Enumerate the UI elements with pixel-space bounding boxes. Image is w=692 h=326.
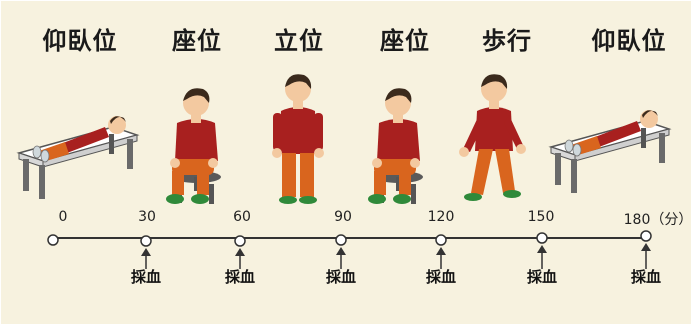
timeline-node-60 — [234, 235, 246, 247]
pose-label-4: 座位 — [380, 27, 430, 55]
sample-arrow-180 — [641, 243, 651, 269]
sample-arrow-150 — [537, 245, 547, 269]
pose-label-5: 歩行 — [482, 27, 532, 55]
sitting-figure-1 — [166, 88, 221, 204]
tick-label-150: 150 — [527, 209, 555, 225]
blood-draw-label-150: 採血 — [527, 268, 558, 286]
timeline-node-30 — [140, 235, 152, 247]
tick-label-30: 30 — [138, 209, 156, 225]
blood-draw-label-90: 採血 — [326, 268, 357, 286]
pose-label-6: 仰臥位 — [591, 27, 667, 55]
tick-label-60: 60 — [233, 209, 251, 225]
blood-draw-label-30: 採血 — [131, 268, 162, 286]
blood-draw-label-120: 採血 — [426, 268, 457, 286]
timeline-node-120 — [435, 234, 447, 246]
timeline-node-90 — [335, 234, 347, 246]
sample-arrow-90 — [336, 247, 346, 269]
tick-label-120: 120 — [427, 209, 455, 225]
sample-arrow-30 — [141, 248, 151, 269]
pose-label-3: 立位 — [274, 27, 324, 55]
sample-arrow-60 — [235, 248, 245, 269]
pose-label-2: 座位 — [172, 27, 222, 55]
timeline-node-150 — [536, 232, 548, 244]
tick-label-0: 0 — [58, 209, 68, 225]
walking-figure — [459, 74, 526, 201]
timeline-node-180 — [640, 230, 652, 242]
standing-figure — [272, 74, 324, 204]
lying-figure-2 — [548, 110, 672, 193]
sitting-figure-2 — [368, 88, 423, 204]
sample-arrow-120 — [436, 247, 446, 269]
blood-draw-label-60: 採血 — [225, 268, 256, 286]
tick-label-180: 180（分） — [623, 212, 691, 228]
tick-label-90: 90 — [334, 209, 352, 225]
lying-figure-1 — [16, 116, 140, 199]
pose-label-1: 仰臥位 — [42, 27, 118, 55]
timeline-node-0 — [47, 234, 59, 246]
blood-draw-label-180: 採血 — [631, 268, 662, 286]
